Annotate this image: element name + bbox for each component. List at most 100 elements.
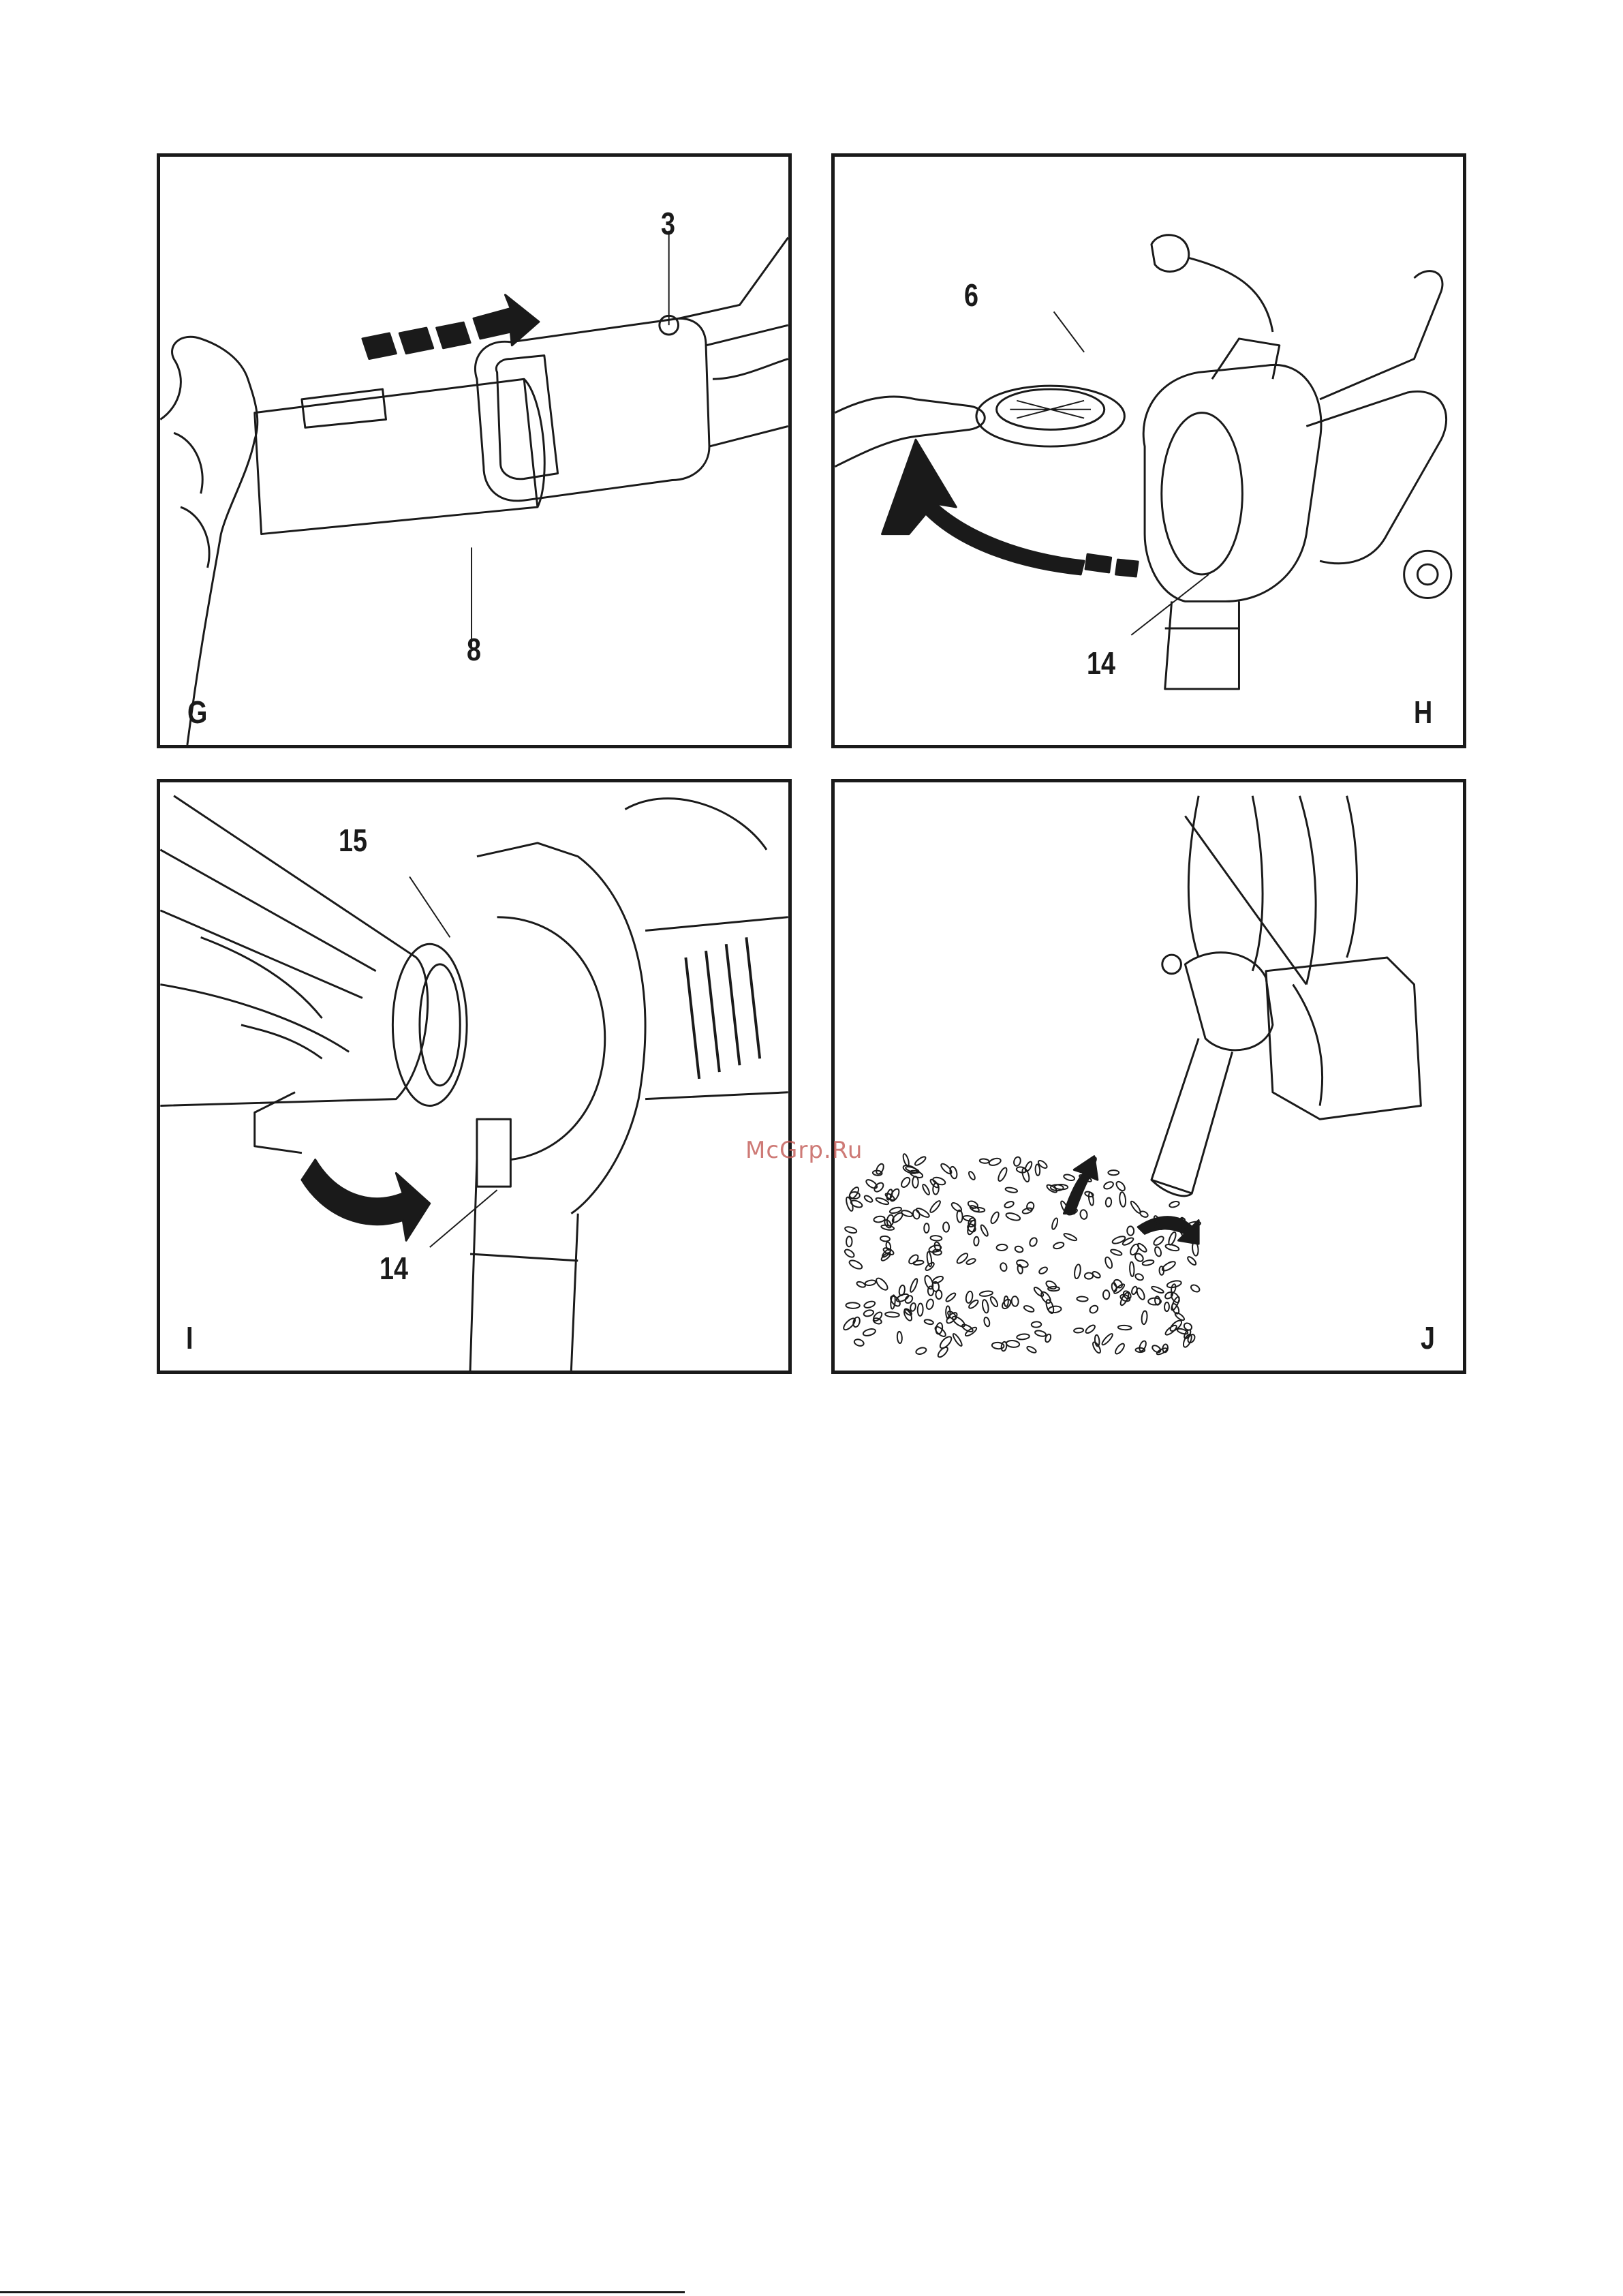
leaf [1101, 1332, 1114, 1346]
leaf [1088, 1304, 1099, 1314]
leaf [880, 1236, 891, 1242]
figure-panel-j: J [831, 779, 1466, 1374]
panel-letter-j: J [1421, 1322, 1435, 1353]
leaf [1159, 1266, 1164, 1275]
leaf [926, 1252, 932, 1267]
leaf [1045, 1279, 1057, 1290]
leaf [1142, 1259, 1154, 1266]
figure-panel-i: 15 14 I [157, 779, 792, 1374]
leaf [1037, 1159, 1048, 1169]
panel-letter-g: G [187, 697, 207, 728]
footer-rule [0, 2291, 685, 2293]
leaf [1108, 1170, 1119, 1175]
leaf [1085, 1272, 1094, 1279]
leaf [997, 1167, 1008, 1182]
leaf [897, 1332, 902, 1344]
callout-6: 6 [964, 279, 978, 311]
leaf [1104, 1256, 1113, 1269]
leaf [1111, 1235, 1126, 1245]
leaf [1135, 1287, 1146, 1301]
leaf [1063, 1232, 1077, 1242]
leaf [1118, 1325, 1132, 1330]
leaf [1015, 1245, 1024, 1253]
leaf [924, 1223, 929, 1233]
leaf [1024, 1161, 1033, 1172]
leaf [1035, 1164, 1040, 1176]
illustration-remove-cover [835, 157, 1463, 745]
leaf [912, 1176, 918, 1188]
leaf [974, 1237, 979, 1246]
illustration-lock-tube [160, 782, 788, 1371]
leaf [989, 1211, 1000, 1225]
leaf [902, 1153, 910, 1166]
leaf [925, 1298, 934, 1310]
leaf [914, 1155, 927, 1167]
figure-panel-g: 3 8 G [157, 153, 792, 748]
leaf [1051, 1218, 1058, 1230]
leaf [1119, 1192, 1126, 1207]
leaf [1079, 1209, 1087, 1219]
leaf-pile [842, 1153, 1201, 1358]
leaf [979, 1159, 989, 1164]
leaf [844, 1226, 857, 1234]
leaf [865, 1178, 878, 1190]
panel-letter-h: H [1414, 697, 1432, 728]
leaf [1032, 1321, 1042, 1328]
leaf [1127, 1226, 1134, 1236]
leaf [979, 1290, 993, 1297]
leaf [909, 1278, 918, 1293]
leaf [943, 1222, 949, 1232]
leaf [910, 1302, 916, 1311]
leaf [1092, 1341, 1102, 1354]
leaf [1013, 1156, 1022, 1167]
leaf [846, 1236, 852, 1246]
leaf [1028, 1236, 1038, 1247]
leaf [1077, 1296, 1088, 1302]
leaf [863, 1328, 876, 1336]
leaf [846, 1302, 860, 1308]
leaf [930, 1236, 942, 1241]
leaf [1170, 1291, 1181, 1304]
leaf [1165, 1243, 1180, 1252]
leaf [844, 1248, 855, 1259]
leaf [983, 1317, 991, 1327]
panel-letter-i: I [186, 1322, 193, 1353]
leaf [1151, 1344, 1162, 1353]
leaf [1006, 1340, 1020, 1348]
leaf [1122, 1236, 1134, 1246]
leaf [980, 1224, 989, 1237]
leaf [952, 1333, 963, 1347]
leaf [1025, 1201, 1035, 1212]
callout-14: 14 [380, 1253, 408, 1284]
leaf [915, 1347, 927, 1356]
leaf [1000, 1262, 1008, 1272]
leaf [1122, 1289, 1132, 1300]
leaf [1190, 1283, 1201, 1293]
leaf [988, 1157, 1001, 1167]
leaf [982, 1299, 989, 1313]
leaf [863, 1309, 874, 1317]
leaf [1139, 1210, 1149, 1219]
leaf [875, 1163, 885, 1175]
leaf [1103, 1180, 1115, 1190]
leaf [848, 1259, 863, 1270]
leaf [989, 1296, 999, 1307]
leaf [1085, 1323, 1096, 1334]
leaf [1074, 1264, 1081, 1279]
leaf [965, 1257, 976, 1265]
leaf [1152, 1235, 1165, 1246]
leaf [1063, 1174, 1075, 1182]
leaf [924, 1319, 934, 1325]
leaf [1048, 1306, 1062, 1313]
leaf [1171, 1284, 1177, 1294]
leaf [991, 1342, 1004, 1349]
leaf [1115, 1180, 1126, 1193]
leaf [1141, 1311, 1148, 1324]
leaf [1154, 1246, 1162, 1257]
leaf [917, 1303, 923, 1316]
figure-panel-h: 6 14 H [831, 153, 1466, 748]
leaf [1011, 1296, 1019, 1306]
leaf [921, 1184, 930, 1196]
leaf [1034, 1330, 1047, 1337]
leaf [1105, 1197, 1112, 1207]
